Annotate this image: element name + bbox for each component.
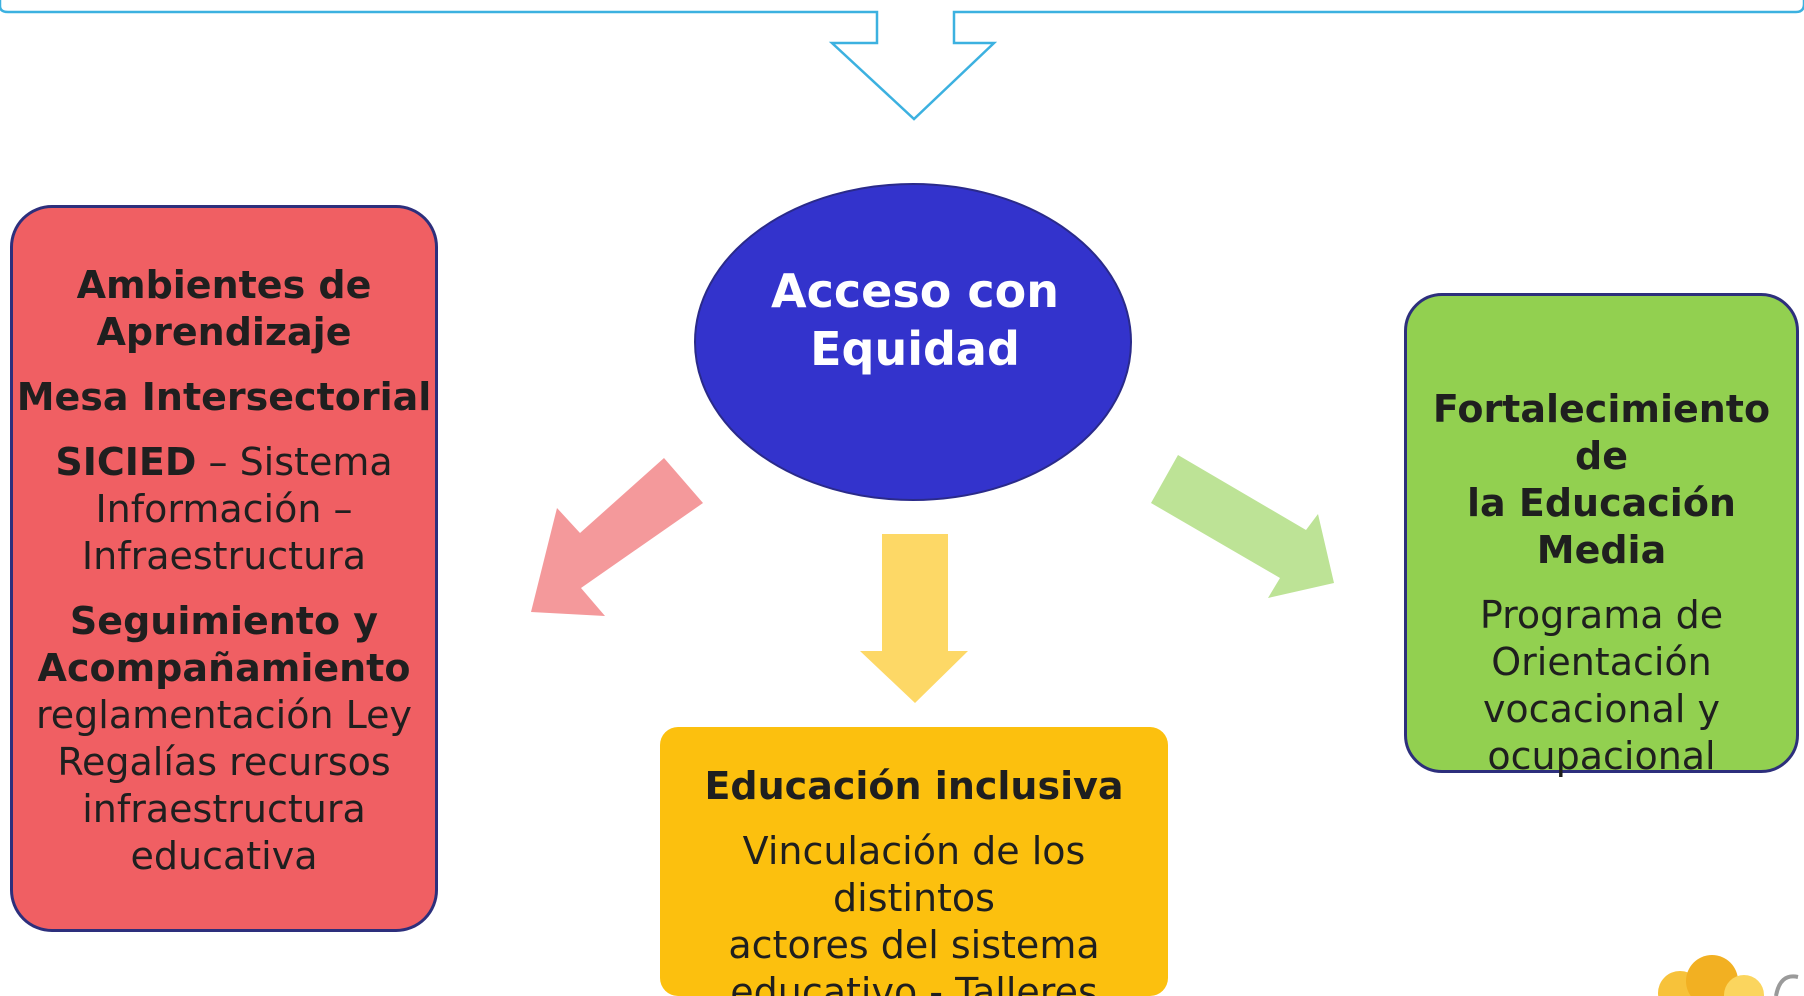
left-sicied-line3: Infraestructura [81, 534, 367, 578]
right-arrow [1151, 455, 1334, 598]
bottom-body-line3: educativo - Talleres [730, 970, 1098, 996]
right-heading-line1: Fortalecimiento de [1432, 387, 1771, 478]
left-body-line3: infraestructura [82, 787, 366, 831]
left-body-line4: educativa [130, 834, 318, 878]
right-body-line2: Orientación [1491, 640, 1712, 684]
left-heading2: Mesa Intersectorial [16, 375, 432, 419]
down-arrow [860, 534, 968, 703]
center-ellipse-label: Acceso con Equidad [700, 262, 1130, 378]
left-sicied-rest: – Sistema [196, 440, 393, 484]
center-title-line2: Equidad [810, 322, 1020, 376]
left-arrow [531, 458, 703, 616]
right-body-line1: Programa de [1479, 593, 1724, 637]
bottom-body-line2: actores del sistema [728, 923, 1100, 967]
left-heading3-line1: Seguimiento y [69, 599, 379, 643]
left-heading3-line2: Acompañamiento [37, 646, 411, 690]
center-title-line1: Acceso con [771, 264, 1059, 318]
left-body-line1: reglamentación Ley [35, 693, 413, 737]
top-banner-connector [0, 0, 1804, 121]
right-body-line3: vocacional y [1482, 687, 1721, 731]
corner-logo-icon [1640, 955, 1804, 996]
left-sicied-line1: SICIED – Sistema [55, 439, 392, 486]
left-heading1-line1: Ambientes de [76, 263, 372, 307]
center-ellipse [694, 183, 1132, 501]
bottom-box-inclusive-education: Educación inclusiva Vinculación de los d… [660, 727, 1168, 996]
left-sicied-line2: Información – [95, 487, 353, 531]
left-sicied-bold: SICIED [55, 440, 197, 484]
bottom-heading: Educación inclusiva [704, 764, 1124, 808]
right-box-secondary-education: Fortalecimiento de la Educación Media Pr… [1404, 293, 1799, 778]
left-heading1-line2: Aprendizaje [96, 310, 352, 354]
right-body-line4: ocupacional [1487, 734, 1716, 778]
bottom-body-line1: Vinculación de los distintos [742, 829, 1086, 920]
right-heading-line2: la Educación Media [1467, 481, 1736, 572]
left-body-line2: Regalías recursos [57, 740, 391, 784]
left-box-learning-environments: Ambientes de Aprendizaje Mesa Intersecto… [10, 205, 438, 932]
